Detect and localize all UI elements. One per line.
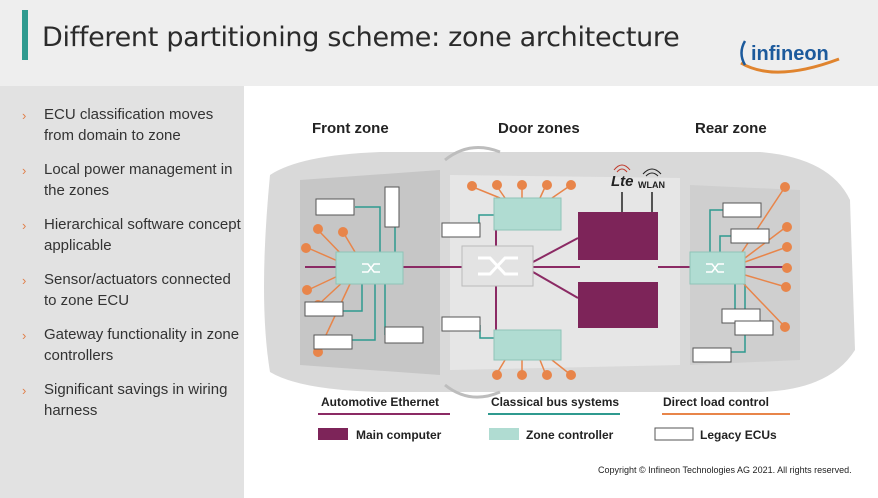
legend-bus-label: Classical bus systems (491, 395, 620, 409)
legacy-ecu (304, 301, 344, 317)
chevron-right-icon: › (22, 218, 27, 233)
actuator-dot (780, 322, 790, 332)
switch-icons (362, 263, 724, 273)
page-title: Different partitioning scheme: zone arch… (42, 22, 680, 53)
wlan-label: WLAN (638, 180, 665, 190)
copyright-text: Copyright © Infineon Technologies AG 202… (598, 465, 852, 475)
actuator-dot (780, 182, 790, 192)
lte-label: Lte (611, 173, 634, 190)
legacy-ecus (304, 186, 774, 363)
zone-architecture-diagram (264, 146, 855, 441)
legend-ethernet-label: Automotive Ethernet (321, 395, 440, 409)
bullet-item: ›Local power management in the zones (22, 161, 233, 199)
actuator-dot (566, 180, 576, 190)
main-computer-top (578, 212, 658, 260)
actuator-dot (517, 370, 527, 380)
rear-zone-label: Rear zone (695, 120, 767, 137)
zone-controller-rear (689, 251, 746, 285)
actuator-dot (467, 181, 477, 191)
bullet-item: ›ECU classification moves from domain to… (22, 106, 214, 144)
chevron-right-icon: › (22, 108, 27, 123)
bullet-item: ›Gateway functionality in zone controlle… (22, 326, 240, 364)
actuator-dot (782, 242, 792, 252)
legend-zone-controller-label: Zone controller (526, 428, 614, 442)
legend-load-label: Direct load control (663, 395, 770, 409)
legacy-ecu (441, 222, 481, 238)
actuator-dot (542, 370, 552, 380)
bullet-item: ›Sensor/actuators connected to zone ECU (22, 271, 231, 309)
legend-legacy-ecu-swatch (654, 427, 694, 441)
chevron-right-icon: › (22, 328, 27, 343)
zone-controller-door-top (493, 197, 562, 231)
legend-main-computer-label: Main computer (356, 428, 442, 442)
actuator-dot (542, 180, 552, 190)
chevron-right-icon: › (22, 163, 27, 178)
actuator-dot (302, 285, 312, 295)
legacy-ecu (384, 186, 400, 228)
front-zone-label: Front zone (312, 120, 389, 137)
legacy-ecu (730, 228, 770, 244)
actuator-dot (492, 180, 502, 190)
actuator-dot (517, 180, 527, 190)
legacy-ecu (441, 316, 481, 332)
actuator-dot (782, 222, 792, 232)
actuator-dot (301, 243, 311, 253)
ethernet-lines (305, 230, 785, 330)
legacy-ecu (692, 347, 732, 363)
actuator-dot (781, 282, 791, 292)
legacy-ecu (384, 326, 424, 344)
legacy-ecu (315, 198, 355, 216)
infineon-logo: infineon (735, 33, 847, 79)
zone-controller-door-bottom (493, 329, 562, 361)
left-panel (0, 86, 244, 498)
svg-text:infineon: infineon (751, 43, 829, 65)
legend-legacy-ecus-label: Legacy ECUs (700, 428, 777, 442)
legacy-ecu (722, 202, 762, 218)
actuator-endpoints (301, 180, 792, 380)
actuator-dot (492, 370, 502, 380)
actuator-dot (782, 263, 792, 273)
wlan-signal-icon (642, 168, 662, 177)
bullet-list: ›ECU classification moves from domain to… (22, 104, 244, 434)
chevron-right-icon: › (22, 273, 27, 288)
central-switch-icon (478, 256, 518, 276)
lte-signal-icon (613, 164, 631, 173)
main-computer-bottom (578, 282, 658, 328)
legend-zone-controller-swatch (489, 428, 519, 440)
bullet-item: ›Significant savings in wiring harness (22, 381, 228, 419)
legacy-ecu (734, 320, 774, 336)
zone-controller-front (335, 251, 404, 285)
bullet-item: ›Hierarchical software concept applicabl… (22, 216, 241, 254)
actuator-dot (338, 227, 348, 237)
legend-main-computer-swatch (318, 428, 348, 440)
chevron-right-icon: › (22, 383, 27, 398)
legacy-ecu (313, 334, 353, 350)
actuator-dot (566, 370, 576, 380)
title-band (0, 0, 878, 86)
door-zones-label: Door zones (498, 120, 580, 137)
title-accent-bar (22, 10, 28, 60)
zone-controllers (335, 197, 746, 361)
actuator-dot (313, 224, 323, 234)
